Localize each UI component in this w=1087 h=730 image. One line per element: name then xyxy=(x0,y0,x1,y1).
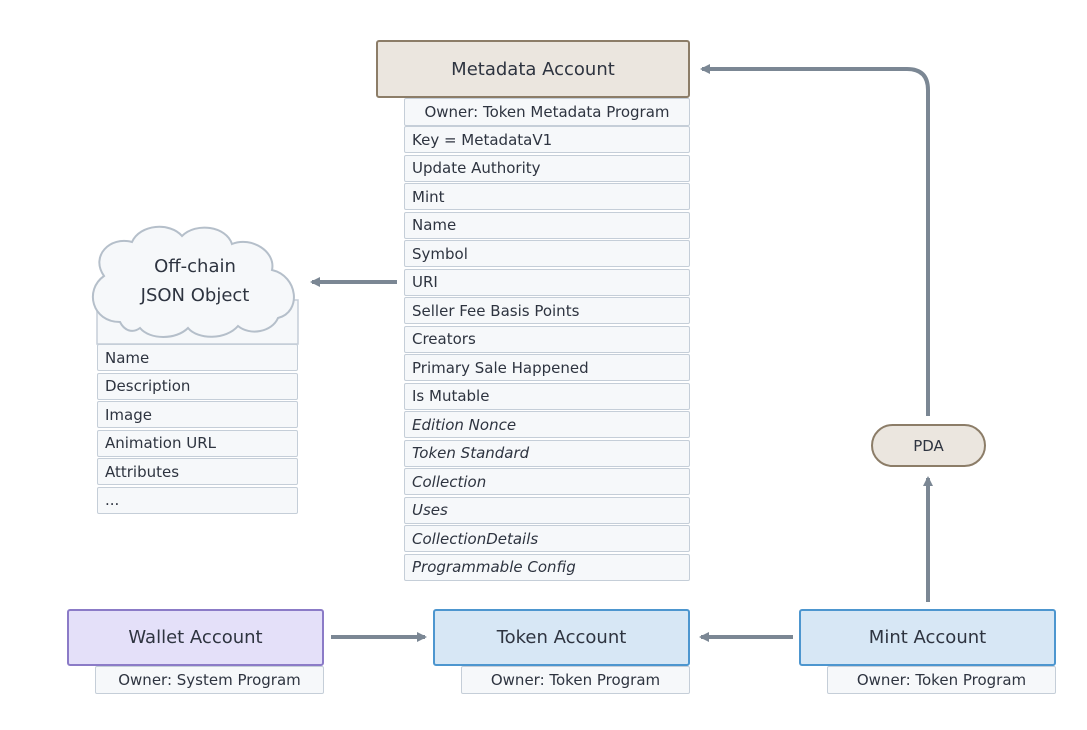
json-object-title: Off-chain JSON Object xyxy=(90,252,300,310)
metadata-field: Symbol xyxy=(404,240,690,267)
metadata-field: Is Mutable xyxy=(404,382,690,410)
wallet-account-title: Wallet Account xyxy=(128,627,263,648)
token-account-owner: Owner: Token Program xyxy=(461,666,690,694)
wallet-account-header: Wallet Account xyxy=(67,609,324,666)
pda-node: PDA xyxy=(871,424,986,467)
metadata-field: Name xyxy=(404,211,690,239)
metadata-field: Token Standard xyxy=(404,439,690,467)
metadata-field: Creators xyxy=(404,325,690,353)
pda-label: PDA xyxy=(913,436,944,455)
metadata-field: Collection xyxy=(404,468,690,495)
json-field: Image xyxy=(97,401,298,428)
metadata-field: URI xyxy=(404,268,690,296)
json-field: Description xyxy=(97,372,298,400)
metadata-field: Seller Fee Basis Points xyxy=(404,297,690,324)
wallet-account-owner: Owner: System Program xyxy=(95,666,324,694)
metadata-field: Uses xyxy=(404,496,690,524)
metadata-field: Edition Nonce xyxy=(404,411,690,438)
token-account-title: Token Account xyxy=(496,627,627,648)
metadata-account-owner: Owner: Token Metadata Program xyxy=(404,98,690,126)
metadata-field: Update Authority xyxy=(404,154,690,182)
json-field: ... xyxy=(97,486,298,514)
arrow-pda-to-metadata xyxy=(700,64,930,416)
token-account-header: Token Account xyxy=(433,609,690,666)
metadata-field: Programmable Config xyxy=(404,553,690,581)
mint-account-owner: Owner: Token Program xyxy=(827,666,1056,694)
mint-account-title: Mint Account xyxy=(868,627,987,648)
metadata-account-header: Metadata Account xyxy=(376,40,690,98)
metadata-field: CollectionDetails xyxy=(404,525,690,552)
metadata-field: Mint xyxy=(404,183,690,210)
metadata-field: Primary Sale Happened xyxy=(404,354,690,381)
metadata-account-title: Metadata Account xyxy=(451,58,615,80)
json-field: Name xyxy=(97,344,298,371)
cloud-icon xyxy=(91,225,295,338)
json-field: Attributes xyxy=(97,458,298,485)
metadata-field: Key = MetadataV1 xyxy=(404,126,690,153)
json-field: Animation URL xyxy=(97,429,298,457)
mint-account-header: Mint Account xyxy=(799,609,1056,666)
json-object-title-line1: Off-chain xyxy=(154,256,236,277)
json-object-title-line2: JSON Object xyxy=(140,285,250,306)
